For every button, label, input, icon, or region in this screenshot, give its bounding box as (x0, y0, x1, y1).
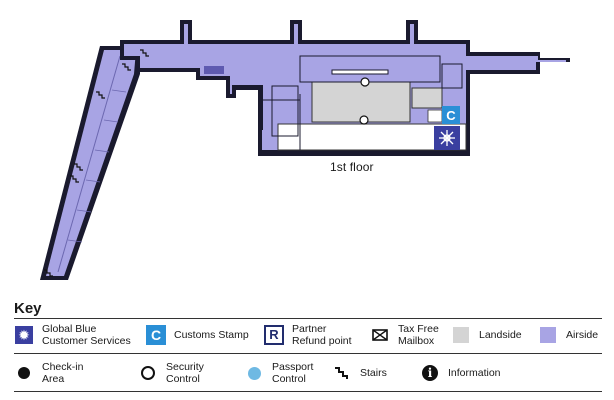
key-label: Landside (479, 329, 522, 341)
key-label: Global Blue Customer Services (42, 323, 131, 347)
key-label: Airside (566, 329, 599, 341)
key-label: Partner Refund point (292, 323, 352, 347)
key-item-information: i Information (420, 361, 501, 385)
key-item-tax-free-mailbox: Tax Free Mailbox (370, 323, 439, 347)
security-control-marker (359, 115, 369, 125)
floor-label: 1st floor (330, 160, 374, 174)
customs-stamp-marker (442, 106, 460, 124)
blue-circle-icon (244, 363, 264, 383)
landside-area-right (411, 87, 443, 109)
filled-circle-icon (14, 363, 34, 383)
open-circle-icon (138, 363, 158, 383)
global-blue-icon (439, 130, 455, 146)
key-item-passport: Passport Control (244, 361, 313, 385)
key-label: Passport Control (272, 361, 314, 385)
stairs-icon (332, 363, 352, 383)
key-divider (14, 318, 602, 319)
key-label: Check-in Area (42, 361, 84, 385)
landside-swatch (451, 325, 471, 345)
key-item-partner-refund: R Partner Refund point (264, 323, 352, 347)
key-title: Key (14, 300, 42, 317)
key-divider (14, 353, 602, 354)
key-item-global-blue: ✹ Global Blue Customer Services (14, 323, 131, 347)
key-label: Information (448, 367, 501, 379)
key-item-airside: Airside (538, 323, 598, 347)
pier-airside (46, 50, 136, 276)
security-control-marker (360, 77, 370, 87)
airside-swatch (538, 325, 558, 345)
key-item-check-in: Check-in Area (14, 361, 83, 385)
partner-refund-icon: R (264, 325, 284, 345)
information-icon: i (420, 363, 440, 383)
landside-area-main (311, 81, 411, 123)
customs-stamp-icon: C (146, 325, 166, 345)
key-item-customs-stamp: C Customs Stamp (146, 323, 249, 347)
key-label: Customs Stamp (174, 329, 249, 341)
key-item-landside: Landside (451, 323, 522, 347)
key-item-security: Security Control (138, 361, 204, 385)
key-divider (14, 391, 602, 392)
stairs-icon (44, 49, 149, 277)
terminal-map: C (40, 20, 570, 280)
key-label: Stairs (360, 367, 387, 379)
envelope-icon (370, 325, 390, 345)
landside-area-lower-right (427, 109, 443, 123)
key-item-stairs: Stairs (332, 361, 387, 385)
global-blue-icon: ✹ (14, 325, 34, 345)
key-label: Security Control (166, 361, 204, 385)
customs-stamp-letter: C (446, 108, 456, 123)
key-label: Tax Free Mailbox (398, 323, 439, 347)
